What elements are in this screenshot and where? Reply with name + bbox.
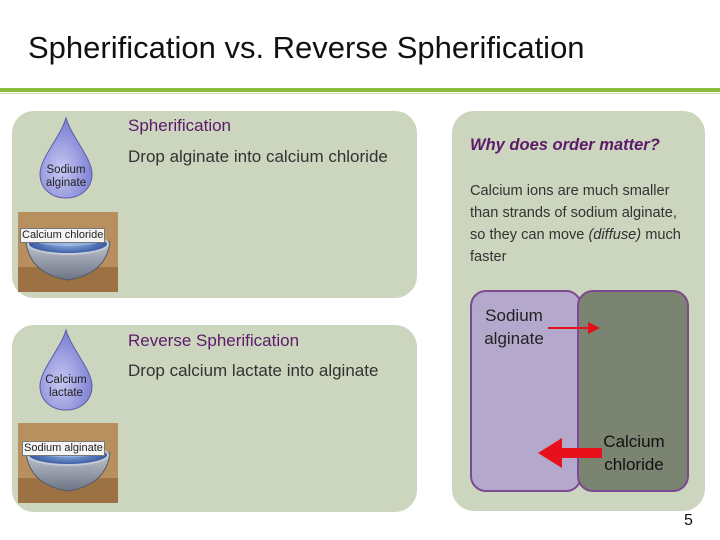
- diffusion-question: Why does order matter?: [470, 136, 660, 154]
- diffusion-explanation: Calcium ions are much smaller than stran…: [470, 180, 692, 268]
- sodium-alginate-box-label: Sodium alginate: [484, 306, 544, 348]
- alginate-drop-icon: [39, 116, 93, 199]
- drop-label-sodium-alginate: Sodium alginate: [45, 164, 87, 189]
- sodium-alginate-bowl-icon: [18, 423, 118, 503]
- explanation-emphasis: (diffuse): [588, 227, 642, 243]
- reverse-spherification-title: Reverse Spherification: [128, 331, 300, 350]
- calcium-lactate-drop-icon: [39, 328, 93, 411]
- small-right-arrow-icon: [548, 322, 600, 334]
- title-rule-thin: [0, 93, 720, 94]
- large-left-arrow-icon: [538, 438, 602, 468]
- spherification-title: Spherification: [128, 116, 232, 135]
- slide-title: Spherification vs. Reverse Spherificatio…: [28, 30, 585, 65]
- title-rule: [0, 88, 720, 92]
- explanation-tail: much faster: [470, 227, 681, 265]
- spherification-description: Drop alginate into calcium chloride: [128, 147, 388, 166]
- drop-label-calcium-lactate: Calcium lactate: [45, 374, 87, 399]
- reverse-spherification-description: Drop calcium lactate into alginate: [128, 361, 379, 380]
- calcium-chloride-box-label: Calcium chloride: [603, 432, 665, 474]
- bowl-label-sodium-alginate: Sodium alginate: [22, 441, 105, 456]
- calcium-chloride-box: [577, 290, 689, 492]
- explanation-text: Calcium ions are much smaller than stran…: [470, 183, 677, 243]
- sodium-alginate-box: [470, 290, 582, 492]
- page-number: 5: [684, 512, 693, 529]
- bowl-label-calcium-chloride: Calcium chloride: [20, 228, 106, 243]
- calcium-chloride-bowl-icon: [18, 212, 118, 292]
